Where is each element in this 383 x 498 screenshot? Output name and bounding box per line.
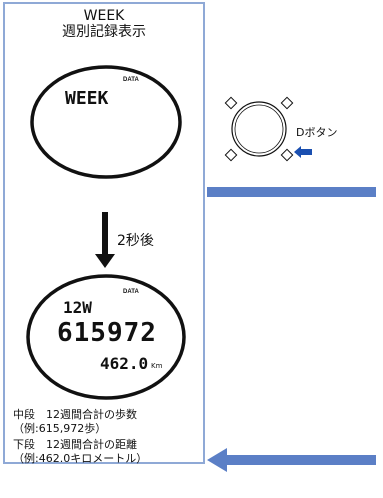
lcd-week-text: WEEK [65, 88, 109, 109]
lcd-week-number: 12W [63, 298, 92, 317]
data-label-2: DATA [123, 289, 139, 295]
caption-steps-heading: 中段 12週間合計の歩数 [13, 408, 137, 421]
lcd-distance-unit: Km [151, 362, 163, 370]
watch-display-week [30, 65, 182, 179]
caption-steps-example: （例:615,972歩） [13, 422, 107, 435]
caption-distance-example: （例:462.0キロメートル） [13, 452, 148, 465]
watch-case-icon [224, 96, 294, 162]
connector-bar-top [207, 187, 376, 197]
watch-display-result [26, 274, 186, 400]
d-button-pointer-arrow-icon [294, 146, 312, 158]
panel-title-en: WEEK [83, 8, 125, 24]
after-2-seconds-label: 2秒後 [117, 233, 154, 249]
left-arrow-connector [207, 448, 376, 472]
down-arrow-icon [95, 212, 115, 268]
lcd-steps-value: 615972 [57, 318, 157, 348]
data-label: DATA [123, 77, 139, 83]
d-button-label: Dボタン [296, 126, 338, 139]
week-record-panel: WEEK 週別記録表示 DATA WEEK 2秒後 DATA 12W 61597… [3, 2, 205, 465]
panel-title-jp: 週別記録表示 [62, 24, 146, 40]
caption-distance-heading: 下段 12週間合計の距離 [13, 438, 137, 451]
lcd-distance-value: 462.0 [100, 354, 149, 373]
